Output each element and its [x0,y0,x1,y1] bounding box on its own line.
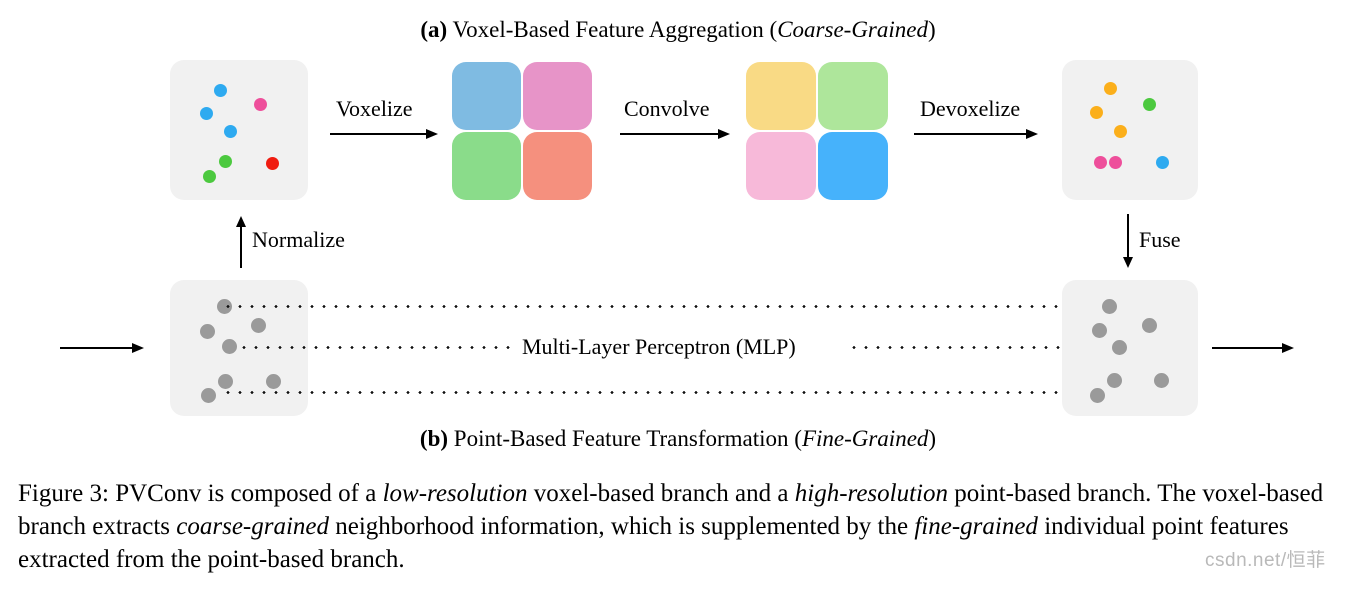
voxel-cell [818,62,888,130]
panel-a-title: (a) Voxel-Based Feature Aggregation (Coa… [0,16,1356,44]
point-marker [1155,155,1169,169]
voxelize-arrow [330,128,438,140]
point-marker [1089,387,1105,403]
point-marker [1103,81,1117,95]
voxel-grid-before-convolution [452,62,592,200]
watermark: csdn.net/恒菲 [1205,550,1326,571]
voxel-cell [818,132,888,200]
caption-em-fine-grained: fine-grained [914,513,1038,540]
mlp-label: Multi-Layer Perceptron (MLP) [512,334,806,360]
point-marker [1091,322,1107,338]
caption-prefix: Figure 3: PVConv is composed of a [18,480,383,507]
point-marker [202,169,216,183]
point-marker [223,124,237,138]
voxel-cell [452,62,521,130]
caption-mid4: individual point features extracted from… [18,513,1289,573]
point-marker [1108,155,1122,169]
input-arrow [60,342,144,354]
convolve-arrow [620,128,730,140]
figure-caption: Figure 3: PVConv is composed of a low-re… [18,477,1338,576]
convolve-label: Convolve [624,96,710,121]
fuse-label: Fuse [1139,227,1181,252]
voxel-grid-after-convolution [746,62,888,200]
voxel-cell [746,132,816,200]
point-branch-output-box [1062,280,1198,416]
point-marker [1141,317,1157,333]
point-marker [217,373,233,389]
caption-mid1: voxel-based branch and a [527,480,795,507]
panel-b-tail: ) [928,426,937,451]
devoxelize-label: Devoxelize [920,96,1021,121]
normalize-label: Normalize [252,227,345,252]
point-marker [221,338,237,354]
mlp-dotted-line-top [222,304,1098,309]
point-marker [1101,298,1117,314]
panel-a-emph: Coarse-Grained [777,17,928,42]
panel-b-emph: Fine-Grained [801,426,929,451]
point-marker [265,373,281,389]
point-marker [1142,97,1156,111]
panel-b-label: (b) [419,426,449,451]
voxel-cell [746,62,816,130]
voxel-cell [523,132,592,200]
panel-b-text: Point-Based Feature Transformation ( [453,426,802,451]
point-marker [1093,155,1107,169]
point-marker [253,97,267,111]
panel-a-label: (a) [420,17,448,42]
caption-em-coarse-grained: coarse-grained [176,513,330,540]
point-marker [1113,124,1127,138]
devoxelize-arrow [914,128,1038,140]
output-arrow [1212,342,1294,354]
mlp-dotted-line-middle-left [238,345,510,350]
point-marker [199,323,215,339]
voxelize-label: Voxelize [336,96,413,121]
caption-em-low-resolution: low-resolution [382,480,528,507]
point-marker [1153,372,1169,388]
point-marker [200,387,216,403]
voxel-cell [523,62,592,130]
input-point-cloud-box [170,60,308,200]
point-marker [1111,339,1127,355]
point-marker [199,106,213,120]
caption-mid3: neighborhood information, which is suppl… [329,513,915,540]
panel-a-tail: ) [927,17,936,42]
point-marker [265,156,279,170]
caption-mid2: point-based branch. The voxel-based bran… [18,480,1324,540]
normalize-arrow [235,216,247,268]
point-marker [213,83,227,97]
point-marker [1106,372,1122,388]
voxel-cell [452,132,521,200]
point-marker [1089,105,1103,119]
point-marker [250,317,266,333]
caption-em-high-resolution: high-resolution [794,480,948,507]
mlp-dotted-line-bottom [222,390,1098,395]
devoxelized-point-cloud-box [1062,60,1198,200]
mlp-dotted-line-middle-right [848,345,1098,350]
fuse-arrow [1122,214,1134,268]
point-marker [218,154,232,168]
panel-a-text: Voxel-Based Feature Aggregation ( [452,17,778,42]
panel-b-title: (b) Point-Based Feature Transformation (… [0,425,1356,453]
